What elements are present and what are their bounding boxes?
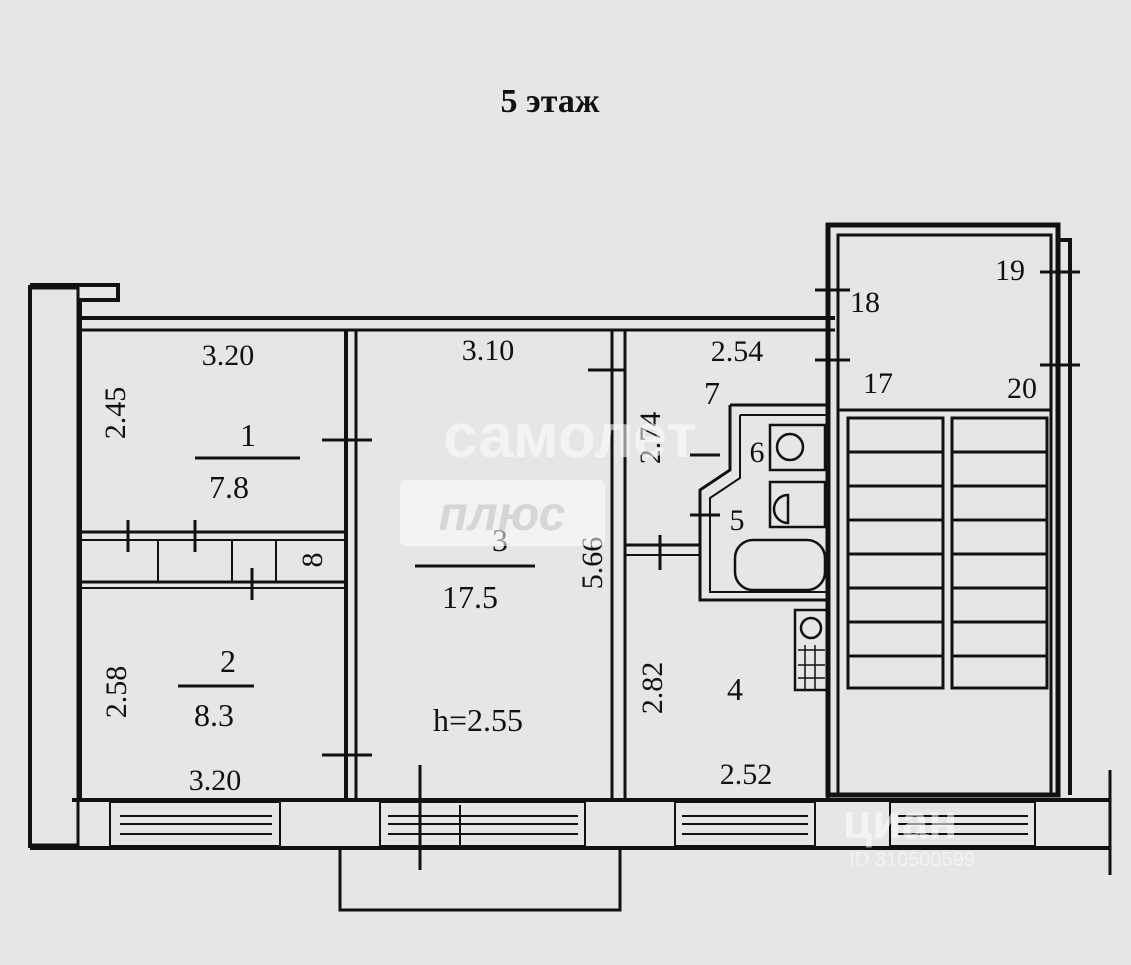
- room-1-area: 7.8: [209, 469, 249, 505]
- samolet-watermark: самолет плюс: [400, 402, 697, 546]
- room-7-number: 7: [704, 375, 720, 411]
- cian-watermark-id: ID 310500599: [849, 849, 975, 871]
- stair-labels: 18 19 17 20: [850, 254, 1037, 405]
- staircase: [838, 408, 1051, 690]
- toilet-icon: [775, 432, 805, 462]
- room-7-width: 2.54: [711, 335, 764, 368]
- samolet-watermark-title: самолет: [443, 402, 697, 471]
- room-3: 3.10 3 17.5 5.66 h=2.55: [415, 334, 609, 738]
- room-8-number: 8: [296, 553, 329, 568]
- room-1-number: 1: [240, 417, 256, 453]
- room-4: 2.82 4 2.52: [636, 662, 772, 791]
- bathtub-icon: [733, 538, 827, 592]
- stair-label-18: 18: [850, 286, 880, 319]
- outer-walls: [28, 222, 1112, 912]
- cian-watermark-logo: циан: [843, 796, 958, 849]
- room-6: 6: [750, 436, 765, 469]
- stair-label-19: 19: [995, 254, 1025, 287]
- floor-title: 5 этаж: [501, 83, 600, 120]
- room-4-number: 4: [727, 671, 743, 707]
- room-2: 2.58 2 8.3 3.20: [100, 643, 254, 797]
- samolet-watermark-subtitle: плюс: [439, 488, 566, 541]
- room-7-height: 2.74: [634, 412, 667, 465]
- room-5-number: 5: [730, 504, 745, 537]
- room-2-number: 2: [220, 643, 236, 679]
- stair-label-20: 20: [1007, 372, 1037, 405]
- room-8: 8: [296, 553, 329, 568]
- room-1: 3.20 2.45 1 7.8: [99, 339, 300, 505]
- room-3-width: 3.10: [462, 334, 515, 367]
- stair-label-17: 17: [863, 367, 893, 400]
- room-7: 2.54 7 2.74: [634, 335, 763, 464]
- room-2-width: 3.20: [189, 764, 242, 797]
- cian-watermark: циан ID 310500599: [843, 796, 975, 871]
- room-6-number: 6: [750, 436, 765, 469]
- windows: [109, 765, 1036, 870]
- sink-icon: [772, 493, 790, 525]
- room-1-height: 2.45: [99, 387, 132, 440]
- room-2-height: 2.58: [100, 666, 133, 719]
- dimension-ticks: [126, 270, 1080, 757]
- room-1-width: 3.20: [202, 339, 255, 372]
- room-4-height: 2.82: [636, 662, 669, 715]
- room-3-area: 17.5: [442, 579, 498, 615]
- stove-icon: [799, 616, 823, 640]
- room-4-width: 2.52: [720, 758, 773, 791]
- bathroom-fixtures: [733, 423, 829, 692]
- room-3-ceiling: h=2.55: [433, 702, 523, 738]
- room-2-area: 8.3: [194, 697, 234, 733]
- room-5: 5: [730, 504, 745, 537]
